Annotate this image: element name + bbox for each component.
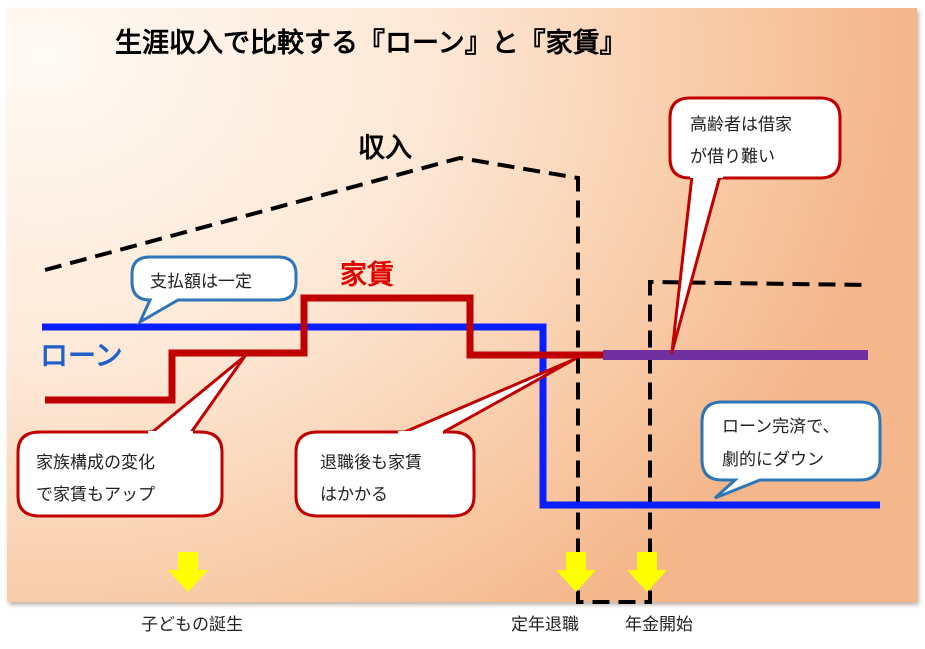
- callout-loan-done: [700, 400, 882, 500]
- callout-family-change-gap: [148, 431, 193, 437]
- callout-family-change-line2: で家賃もアップ: [36, 485, 155, 505]
- callout-elderly-line2: が借り難い: [690, 147, 775, 167]
- callout-elderly-line1: 高齢者は借家: [690, 115, 792, 135]
- callout-family-change: [16, 430, 224, 518]
- diagram-title: 生涯収入で比較する『ローン』と『家賃』: [115, 27, 627, 59]
- rent-label: 家賃: [340, 259, 394, 291]
- callout-fixed-payment: [130, 255, 298, 326]
- callout-retire-rent-line1: 退職後も家賃: [320, 453, 422, 473]
- callout-elderly-gap: [690, 172, 723, 178]
- loan-label: ローン: [40, 339, 123, 372]
- arrow-child-birth-icon: [168, 552, 208, 592]
- callout-elderly-pointer: [670, 174, 722, 354]
- callout-retire-rent-line2: はかかる: [320, 485, 388, 505]
- event-pension-start: 年金開始: [625, 615, 693, 635]
- income-label: 収入: [358, 133, 412, 164]
- callout-retire-rent-gap: [398, 431, 443, 437]
- arrow-retirement-icon: [556, 552, 596, 592]
- rent-line: [45, 294, 603, 404]
- callout-fixed-payment-text: 支払額は一定: [150, 272, 252, 292]
- callout-family-change-line1: 家族構成の変化: [36, 453, 155, 473]
- event-retirement: 定年退職: [511, 615, 579, 635]
- callout-elderly: [668, 96, 842, 180]
- callout-retire-rent: [294, 430, 476, 518]
- callout-family-change-pointer: [148, 354, 247, 436]
- event-child-birth: 子どもの誕生: [141, 615, 243, 635]
- callout-loan-done-line1: ローン完済で、: [722, 417, 839, 437]
- callout-retire-rent-pointer: [398, 357, 577, 436]
- loan-line: [42, 323, 880, 509]
- arrow-pension-start-icon: [627, 552, 667, 592]
- income-line: [44, 155, 869, 604]
- callout-loan-done-line2: 劇的にダウン: [722, 450, 824, 470]
